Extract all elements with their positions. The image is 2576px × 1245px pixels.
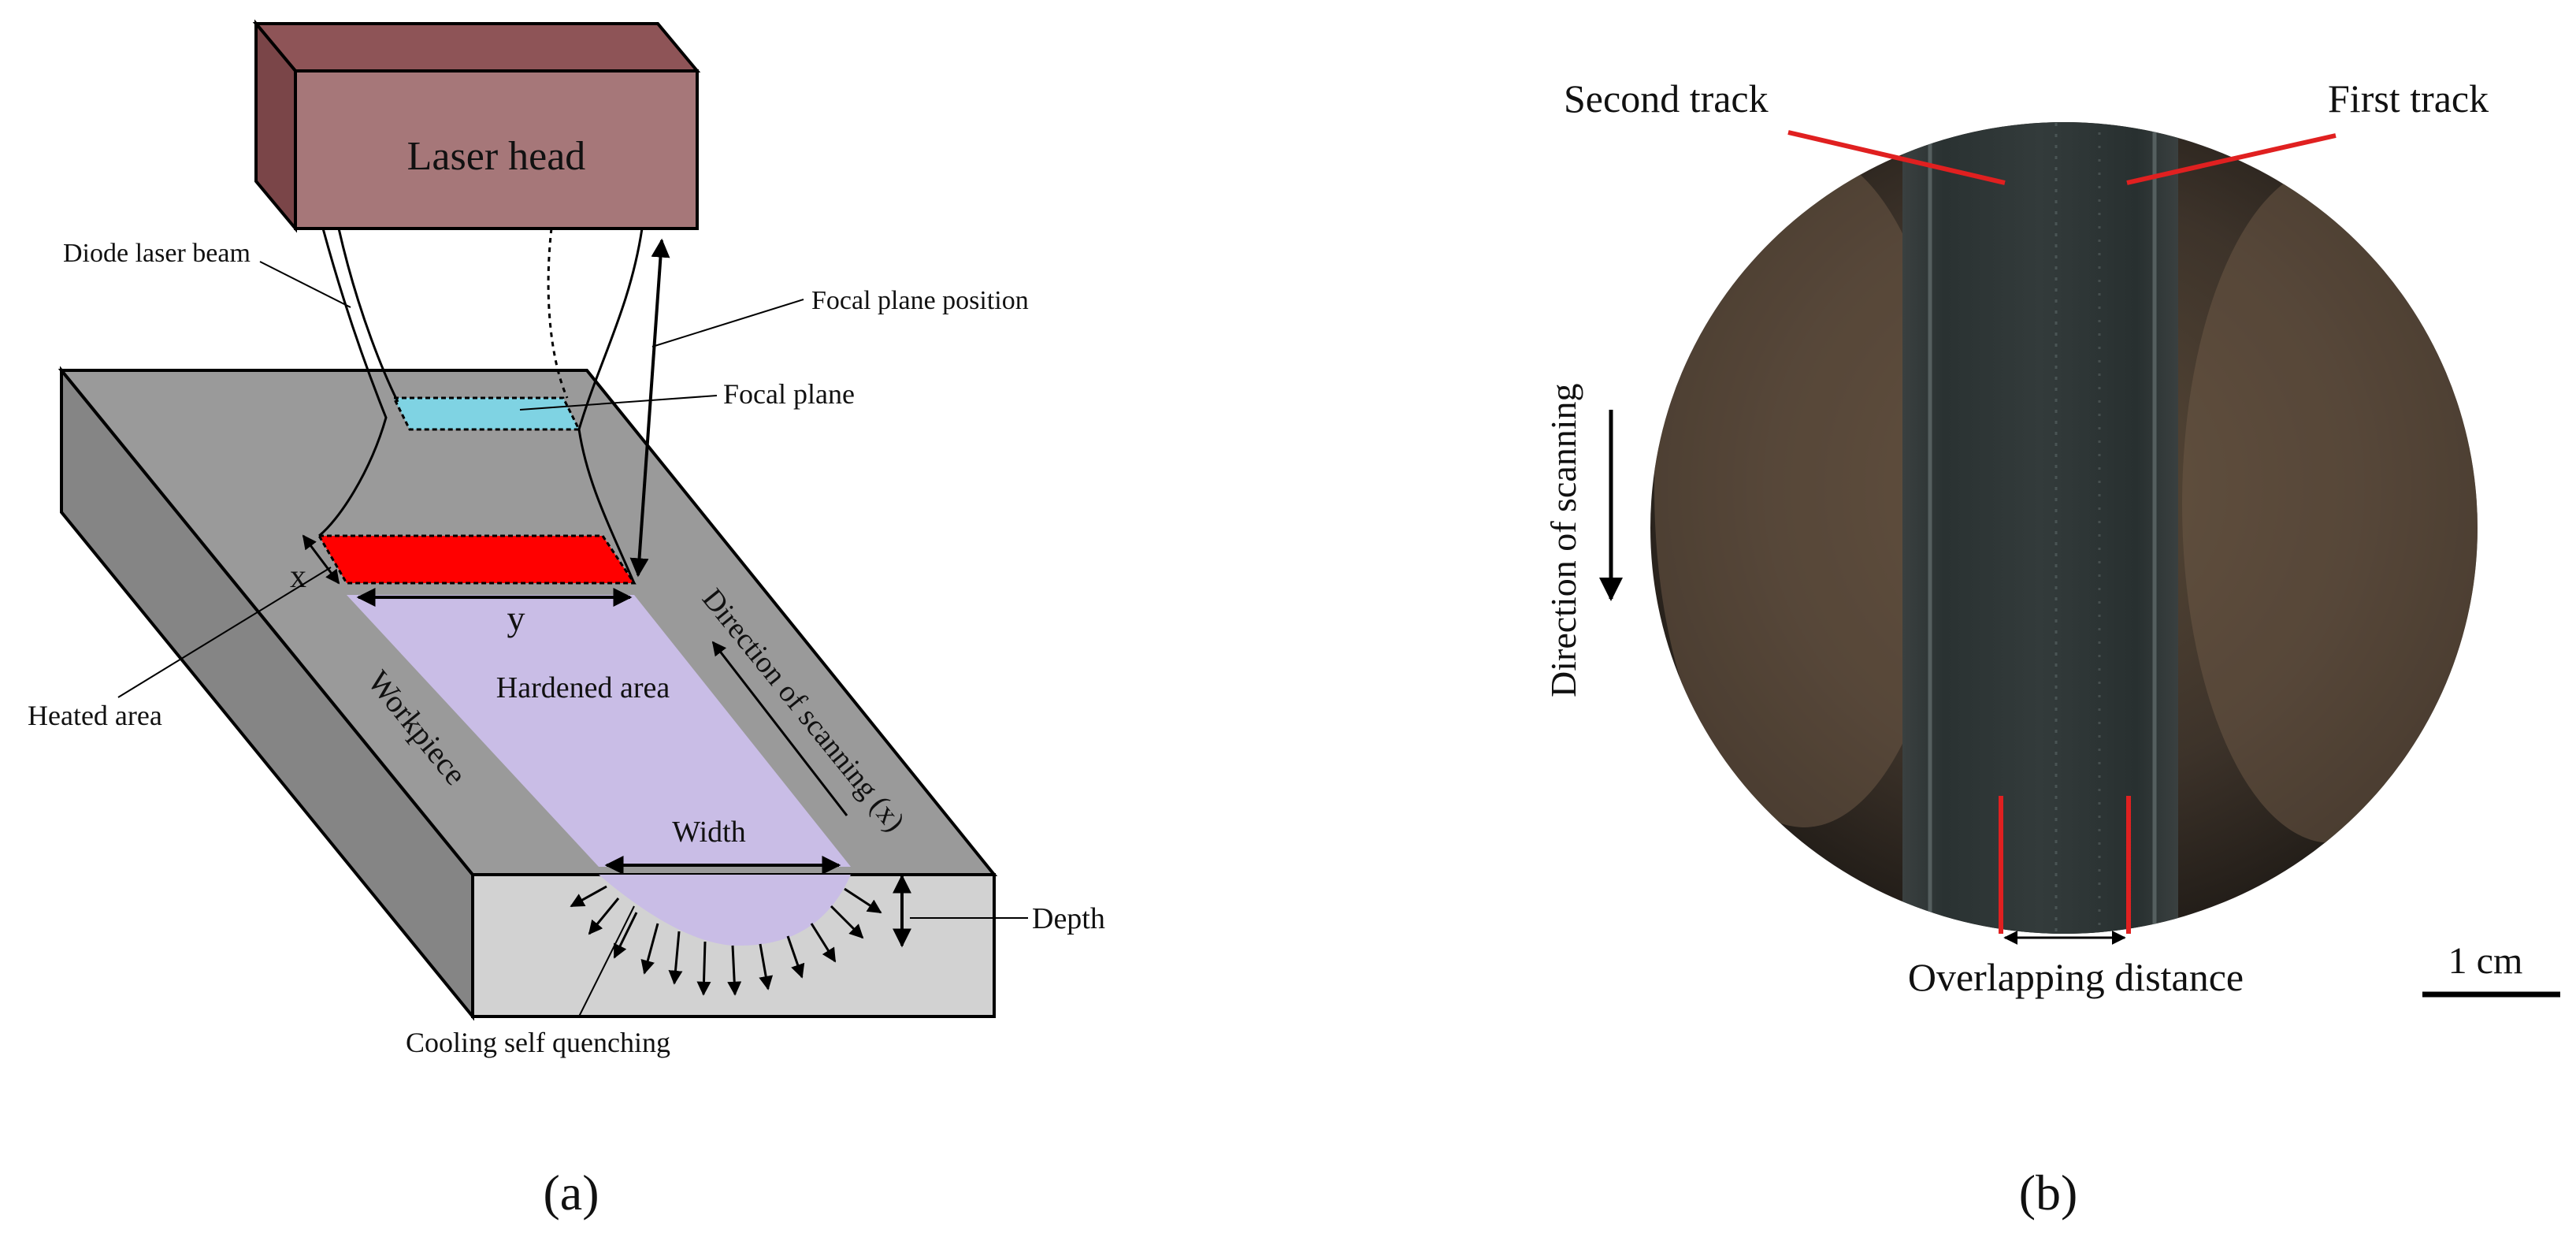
hardened-area xyxy=(347,595,851,867)
laser-beam-left-inner xyxy=(337,228,399,403)
first-track-label: First track xyxy=(2328,76,2489,121)
direction-of-scanning-label: Direction of scanning xyxy=(1543,383,1583,697)
laser-beam-right-outer xyxy=(577,228,644,584)
focal-plane-position-leader xyxy=(651,299,804,347)
scale-bar-label: 1 cm xyxy=(2448,940,2523,982)
heated-area-label: Heated area xyxy=(28,700,162,731)
panel-a: Laser head Focal plane position Diode la… xyxy=(28,19,1105,1221)
first-track-pointer xyxy=(2126,133,2337,185)
heated-area-leader xyxy=(117,567,332,698)
focal-plane-patch xyxy=(392,396,581,431)
x-dimension-label: x xyxy=(290,559,306,595)
caption-b: (b) xyxy=(2019,1165,2078,1221)
panel-b: Second track First track Direction of sc… xyxy=(1543,76,2560,1221)
cooling-label: Cooling self quenching xyxy=(406,1027,670,1058)
focal-plane-leader xyxy=(519,395,718,411)
cooling-leader xyxy=(578,905,635,1017)
width-label: Width xyxy=(672,816,745,849)
y-dimension-label: y xyxy=(507,598,525,638)
direction-of-scanning-x-arrow xyxy=(711,641,848,816)
focal-plane-label: Focal plane xyxy=(723,378,855,410)
hardened-tracks xyxy=(1902,122,2178,934)
overlapping-distance-label: Overlapping distance xyxy=(1908,955,2244,999)
laser-beam-left-outer xyxy=(318,228,388,537)
diode-laser-beam-leader xyxy=(259,261,351,308)
hardened-area-cross-section xyxy=(599,875,851,946)
x-dimension-arrow xyxy=(302,534,340,585)
caption-a: (a) xyxy=(543,1165,599,1221)
second-track-pointer xyxy=(1787,130,2006,185)
laser-head-top xyxy=(252,22,701,72)
focal-plane-position-label: Focal plane position xyxy=(811,286,1029,315)
diode-laser-beam-label: Diode laser beam xyxy=(63,239,251,268)
focal-plane-position-arrow xyxy=(629,238,670,578)
specimen-right-lobe xyxy=(2182,165,2478,843)
hardened-area-label: Hardened area xyxy=(496,671,670,704)
heated-area-patch xyxy=(317,534,637,585)
laser-head-front xyxy=(294,69,699,230)
laser-beam-right-dotted xyxy=(547,228,569,399)
laser-head-label: Laser head xyxy=(407,134,586,179)
second-track-label: Second track xyxy=(1564,76,1769,121)
depth-label: Depth xyxy=(1032,902,1105,935)
specimen-left-lobe xyxy=(1654,150,1954,827)
cooling-arrows xyxy=(570,885,882,996)
